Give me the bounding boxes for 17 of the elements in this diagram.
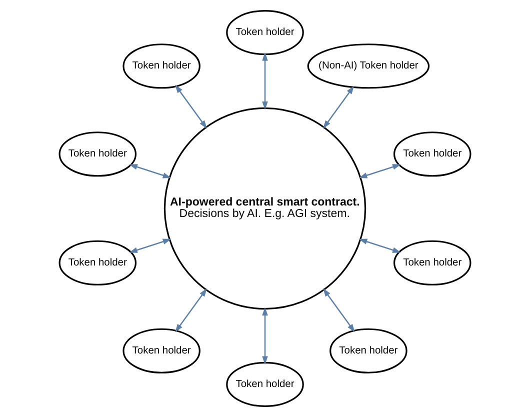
node-circle: AI-powered central smart contract. Decisions by AI. E.g. AGI system. <box>164 107 366 310</box>
arrow <box>175 84 208 129</box>
arrow <box>175 288 208 332</box>
node-ellipse: Token holder <box>122 328 200 374</box>
node-ellipse: Token holder <box>122 44 200 89</box>
arrow <box>358 164 401 178</box>
arrow <box>322 86 354 129</box>
arrow <box>129 164 172 178</box>
arrow <box>322 288 355 332</box>
node-ellipse: Token holder <box>226 362 304 408</box>
arrow <box>358 238 401 253</box>
node-ellipse: Token holder <box>330 328 408 374</box>
arrow <box>262 52 268 110</box>
arrow <box>129 238 172 253</box>
arrow <box>262 307 268 365</box>
node-ellipse: Token holder <box>226 10 304 56</box>
node-ellipse: (Non-AI) Token holder <box>307 44 430 89</box>
